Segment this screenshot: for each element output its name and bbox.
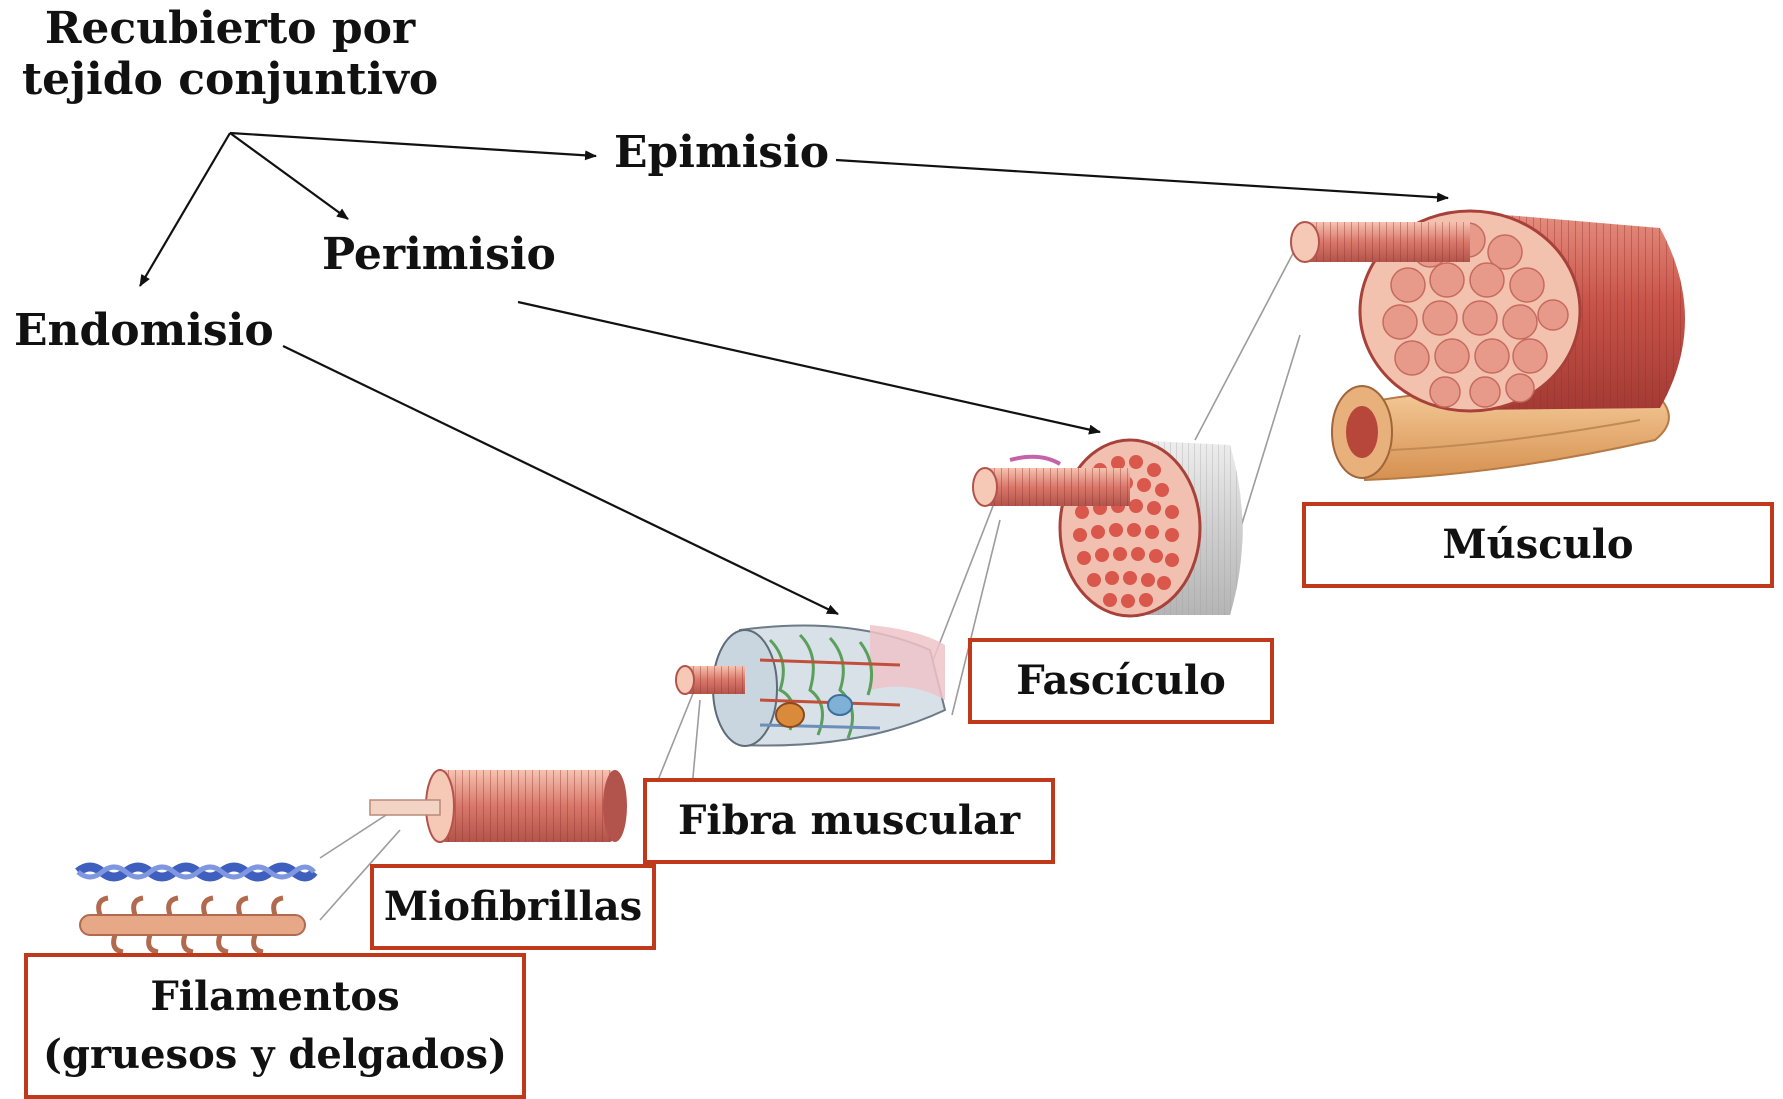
arrow-to-epimisio [230, 133, 596, 156]
myofibril-illustration [370, 770, 627, 842]
miofibrillas-label: Miofibrillas [384, 878, 642, 936]
epimisio-label: Epimisio [614, 128, 829, 179]
muscle-fiber-illustration [676, 625, 945, 746]
covered-by-connective-tissue-label: Recubierto por tejido conjuntivo [0, 4, 460, 105]
filaments-illustration [78, 867, 314, 952]
fascicle-illustration [973, 440, 1243, 616]
arrow-to-perimisio [230, 133, 348, 219]
filamentos-box: Filamentos (gruesos y delgados) [24, 953, 526, 1099]
fasciculo-label: Fascículo [1016, 652, 1226, 710]
miofibrillas-box: Miofibrillas [370, 864, 656, 950]
fibra-muscular-label: Fibra muscular [678, 792, 1020, 850]
title-line-1: Recubierto por [0, 4, 460, 55]
perimisio-label: Perimisio [322, 230, 556, 281]
arrow-epimisio-to-muscle [836, 160, 1448, 198]
musculo-label: Músculo [1442, 516, 1633, 574]
filamentos-label-line-1: Filamentos [150, 968, 399, 1026]
filamentos-label-line-2: (gruesos y delgados) [43, 1026, 507, 1084]
arrow-to-endomisio [140, 133, 230, 286]
arrow-endomisio-to-fiber [283, 346, 838, 614]
arrow-perimisio-to-fascicle [518, 302, 1100, 432]
title-line-2: tejido conjuntivo [0, 55, 460, 106]
annotation-arrows [140, 133, 1448, 614]
muscle-bundle-illustration [1291, 211, 1685, 411]
fasciculo-box: Fascículo [968, 638, 1274, 724]
fibra-muscular-box: Fibra muscular [643, 778, 1055, 864]
endomisio-label: Endomisio [14, 306, 274, 357]
musculo-box: Músculo [1302, 502, 1774, 588]
